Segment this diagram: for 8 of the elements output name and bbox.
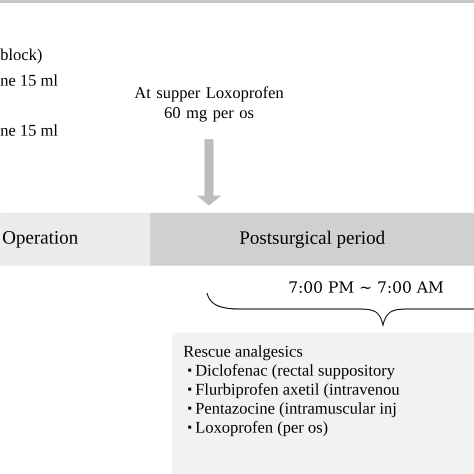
fragment-text: ne 15 ml [0,124,58,136]
fragment-text: ne 15 ml [0,74,58,86]
timeline-band: Operation [0,212,150,266]
rescue-box: Rescue analgesics Diclofenac (rectal suppository Flurbiprofen axetil (intravenou Pentazocine (intramuscular inj Loxoprofen (per os) [172,332,474,474]
timeline-band: Postsurgical period [150,212,474,266]
fragment-text: block) [0,48,42,64]
time-range: 7:00 PM ∼ 7:00 AM [290,281,444,293]
note-text: At supper Loxoprofen 60 mg per os [134,86,284,122]
